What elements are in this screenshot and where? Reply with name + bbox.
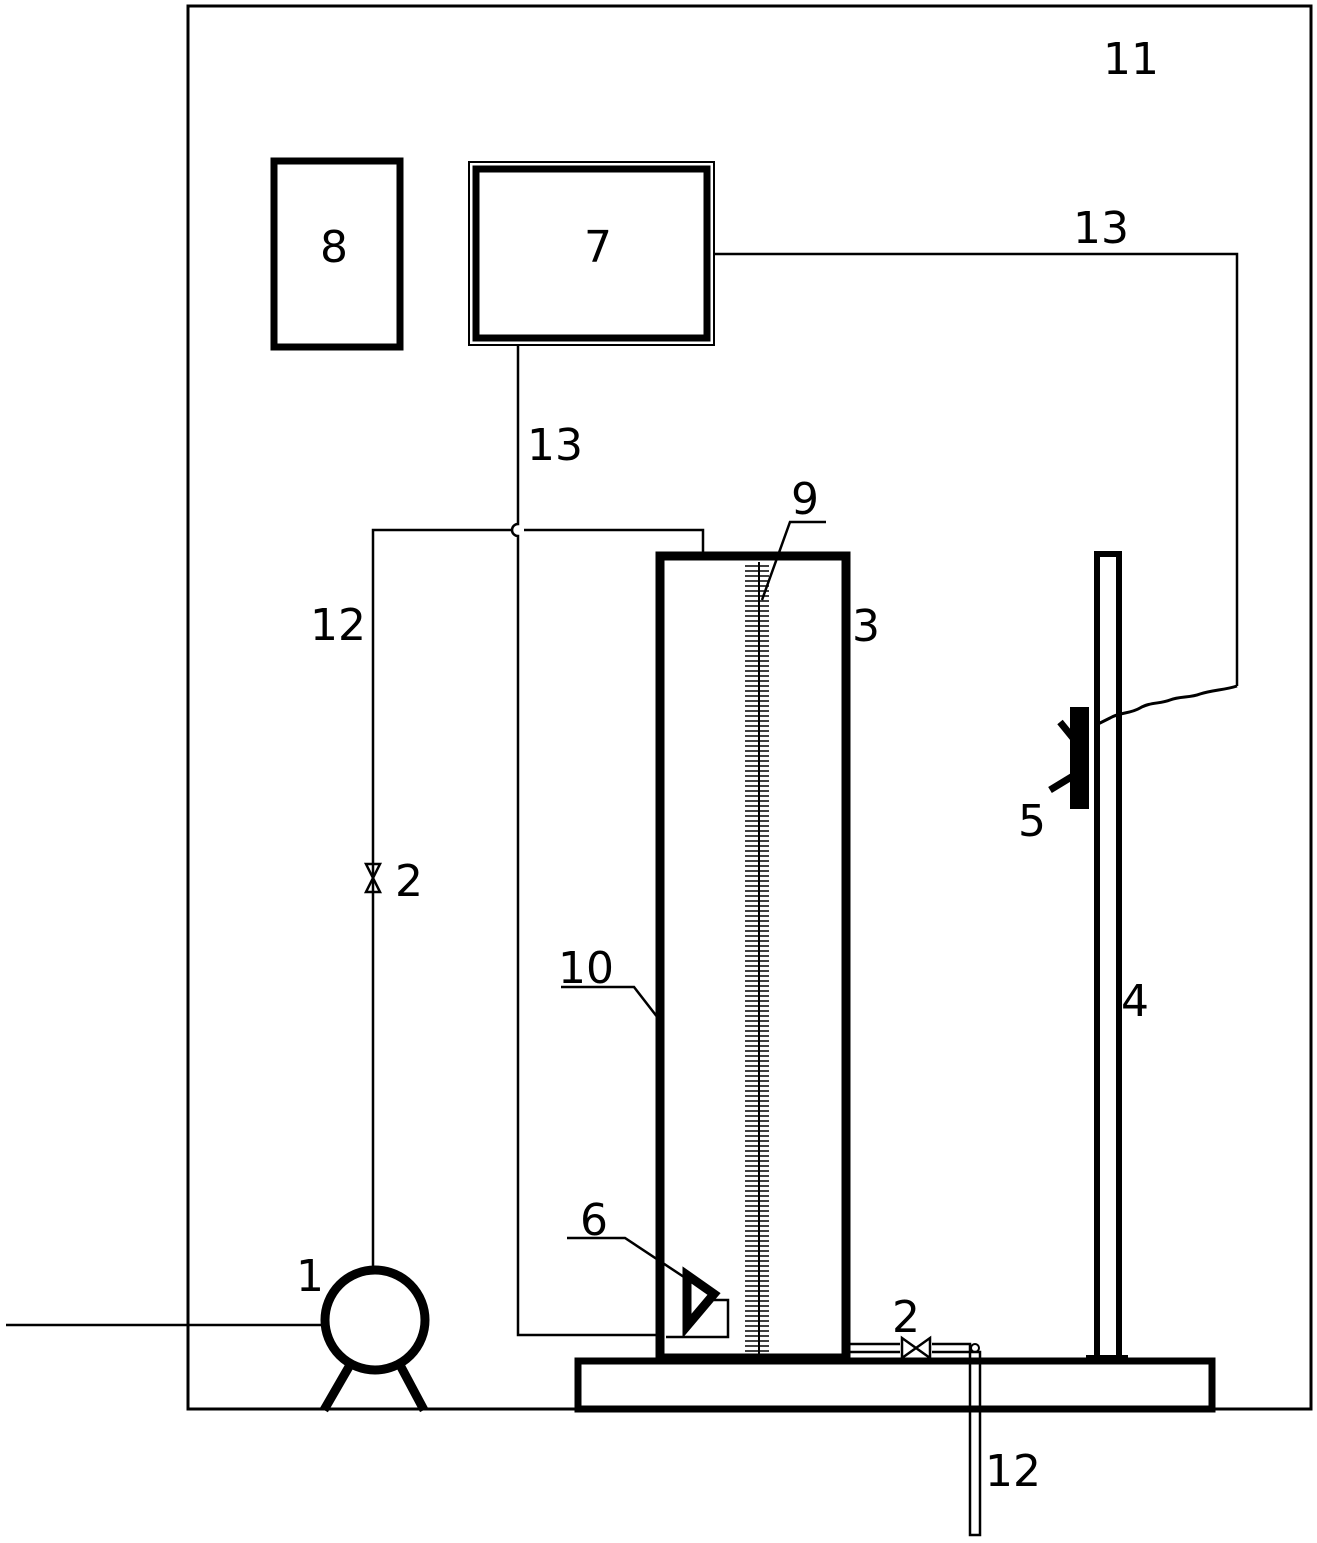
- probe-5-body: [1070, 707, 1089, 809]
- label-device-8: 8: [320, 222, 348, 273]
- signal-line-13-right: [714, 252, 1239, 686]
- label-enclosure-11: 11: [1103, 34, 1159, 85]
- controller-7-box: [472, 165, 711, 342]
- label-column-wall-10: 10: [558, 943, 614, 994]
- valve-left-icon-lower: [363, 875, 383, 894]
- pipe-12-left: [371, 528, 512, 1270]
- pipe-12-left-top: [524, 528, 705, 556]
- outlet-pipe-12: [846, 1342, 982, 1537]
- pump-1-icon: [320, 1265, 430, 1375]
- scale-9: [745, 562, 769, 1356]
- leader-6: [567, 1236, 694, 1285]
- label-stand-4: 4: [1121, 976, 1149, 1027]
- leader-9: [760, 520, 826, 601]
- probe-cable: [1097, 684, 1238, 726]
- device-8-box: [270, 157, 404, 351]
- label-sensor-6: 6: [580, 1195, 608, 1246]
- label-signal-line-13-left: 13: [527, 420, 583, 471]
- label-valve-2-left: 2: [395, 856, 423, 907]
- pump-leg-left: [320, 1362, 354, 1413]
- stand-4: [1094, 551, 1122, 1361]
- probe-5-arm-top: [1057, 719, 1076, 741]
- pump-leg-right: [396, 1362, 428, 1413]
- probe-5-arm-bottom: [1048, 773, 1075, 793]
- leader-10: [561, 985, 659, 1019]
- label-column-3: 3: [852, 601, 880, 652]
- valve-left-icon: [363, 862, 383, 881]
- base-plate: [574, 1357, 1216, 1413]
- valve-bottom-icon-right: [913, 1335, 932, 1361]
- outlet-elbow: [970, 1343, 980, 1353]
- column-3: [655, 551, 851, 1363]
- signal-line-13-left: [510, 345, 656, 1337]
- label-signal-line-13-top: 13: [1073, 203, 1129, 254]
- label-pipe-12-left: 12: [310, 600, 366, 651]
- valve-bottom-icon: [900, 1335, 919, 1361]
- label-pump-1: 1: [296, 1251, 324, 1302]
- label-scale-9: 9: [791, 474, 819, 525]
- label-pipe-12-bottom: 12: [985, 1446, 1041, 1497]
- sensor-6-icon: [682, 1266, 721, 1339]
- label-controller-7: 7: [584, 222, 612, 273]
- sensor-6-housing: [666, 1298, 730, 1339]
- label-probe-5: 5: [1018, 796, 1046, 847]
- label-valve-2-bottom: 2: [892, 1292, 920, 1343]
